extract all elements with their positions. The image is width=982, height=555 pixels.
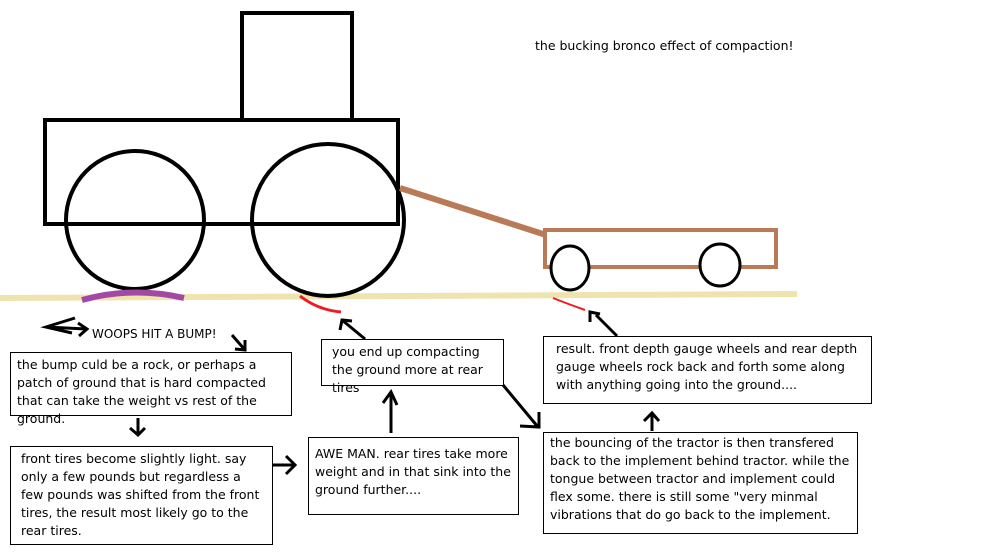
implement-rear-wheel — [698, 242, 742, 288]
implement-frame — [543, 228, 778, 269]
bump-label: WOOPS HIT A BUMP! — [92, 327, 217, 341]
front-light-box: front tires become slightly light. say o… — [10, 446, 273, 545]
implement-front-wheel — [549, 244, 591, 292]
bouncing-box: the bouncing of the tractor is then tran… — [543, 432, 858, 534]
rear-tire-sink-mark — [299, 294, 342, 314]
front-tire — [64, 149, 206, 291]
bump-cause-box: the bump culd be a rock, or perhaps a pa… — [10, 352, 292, 426]
result-box: result. front depth gauge wheels and rea… — [543, 336, 872, 404]
rear-tire — [250, 142, 406, 298]
arrow-down-right-icon-2 — [501, 384, 541, 429]
ground-line — [0, 291, 798, 301]
compacting-box: you end up compacting the ground more at… — [321, 339, 504, 395]
awe-man-box: AWE MAN. rear tires take more weight and… — [308, 437, 519, 515]
tractor-body — [43, 118, 400, 226]
bump — [81, 289, 185, 303]
arrow-up-left-icon — [338, 318, 366, 341]
implement-wheel-sink-mark — [552, 297, 586, 311]
arrow-up-icon — [381, 389, 399, 433]
implement-tongue — [399, 185, 547, 238]
arrow-up-icon-2 — [642, 410, 661, 431]
double-arrow-icon — [40, 316, 90, 338]
arrow-down-icon — [129, 418, 147, 438]
arrow-right-icon — [272, 454, 298, 476]
diagram-title: the bucking bronco effect of compaction! — [535, 38, 794, 53]
tractor-cab — [240, 11, 354, 122]
arrow-up-left-icon-2 — [588, 310, 619, 338]
arrow-down-right-icon — [230, 334, 247, 352]
